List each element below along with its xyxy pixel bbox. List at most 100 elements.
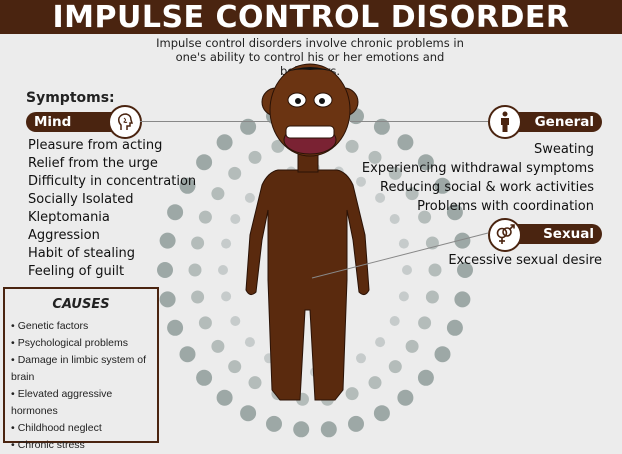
decor-dot [240, 118, 257, 135]
decor-dot [389, 214, 400, 224]
decor-dot [221, 291, 232, 302]
decor-dot [345, 139, 359, 153]
symptoms-heading: Symptoms: [26, 90, 115, 106]
list-item: Difficulty in concentration [28, 174, 197, 189]
list-item: Pleasure from acting [28, 138, 163, 153]
decor-dot [418, 316, 432, 330]
decor-dot [418, 210, 432, 224]
decor-dot [389, 316, 400, 326]
decor-dot [434, 177, 451, 194]
decor-dot [159, 232, 176, 249]
decor-dot [266, 415, 282, 432]
decor-dot [228, 166, 242, 180]
cartoon-head [261, 63, 359, 157]
decor-dot [191, 236, 205, 250]
decor-dot [248, 376, 262, 390]
decor-dot [230, 214, 241, 224]
decor-dot [446, 319, 463, 336]
decor-dot [457, 262, 473, 278]
general-category-label: General [516, 112, 602, 132]
decor-dot [417, 369, 434, 386]
list-item: Childhood neglect [11, 420, 157, 437]
causes-list: Genetic factors Psychological problems D… [11, 318, 157, 454]
decor-dot [373, 118, 390, 135]
decor-dot [368, 150, 382, 164]
list-item: Sweating [533, 142, 594, 157]
list-item: Damage in limbic system of brain [11, 352, 157, 386]
decor-dot [216, 134, 233, 151]
decor-dot [405, 187, 419, 201]
decor-dot [348, 415, 364, 432]
decor-dot [157, 262, 173, 278]
list-item: Genetic factors [11, 318, 157, 335]
causes-panel: CAUSES Genetic factors Psychological pro… [3, 287, 159, 451]
decor-dot [388, 360, 402, 374]
list-item: Habit of stealing [28, 246, 136, 261]
decor-dot [216, 389, 233, 406]
mind-label: Mind [34, 114, 72, 130]
page-title: IMPULSE CONTROL DISORDER [52, 0, 570, 35]
decor-dot [375, 192, 386, 203]
decor-dot [402, 265, 412, 275]
decor-dot [417, 154, 434, 171]
decor-dot [428, 263, 442, 277]
decor-dot [228, 360, 242, 374]
list-item: Elevated aggressive hormones [11, 386, 157, 420]
decor-dot [198, 210, 212, 224]
list-item: Aggression [28, 228, 100, 243]
decor-dot [221, 238, 232, 249]
decor-dot [244, 337, 255, 348]
list-item: Problems with coordination [417, 199, 594, 214]
decor-dot [293, 421, 310, 438]
causes-title: CAUSES [52, 297, 110, 312]
decor-dot [345, 387, 359, 401]
decor-dot [397, 389, 414, 406]
list-item: Kleptomania [28, 210, 110, 225]
sexual-symptom-list: Excessive sexual desire [448, 252, 602, 270]
list-item: Experiencing withdrawal symptoms [361, 161, 594, 176]
list-item: Excessive sexual desire [448, 253, 602, 268]
decor-dot [230, 316, 241, 326]
decor-dot [211, 187, 225, 201]
decor-dot [191, 290, 205, 304]
decor-dot [196, 369, 213, 386]
decor-dot [373, 405, 390, 422]
decor-dot [375, 337, 386, 348]
sexual-category-label: Sexual [516, 224, 602, 244]
decor-dot [320, 421, 337, 438]
list-item: Relief from the urge [28, 156, 158, 171]
general-label: General [534, 114, 594, 130]
sexual-label: Sexual [543, 226, 594, 242]
body-figure-illustration [157, 63, 473, 438]
general-connector-line [350, 121, 488, 122]
general-symptom-list: Sweating Experiencing withdrawal symptom… [362, 140, 594, 216]
list-item: Feeling of guilt [28, 264, 125, 279]
decor-dot [188, 263, 202, 277]
decor-dot [356, 353, 366, 364]
mind-connector-line [140, 121, 270, 122]
decor-dot [368, 376, 382, 390]
decor-dot [167, 204, 184, 221]
decor-dot [218, 265, 228, 275]
decor-dot [398, 238, 409, 249]
gender-symbol-icon [488, 218, 522, 252]
decor-dot [179, 177, 196, 194]
decor-dot [271, 139, 285, 153]
sexual-connector-line [311, 232, 489, 279]
title-bar: IMPULSE CONTROL DISORDER [0, 0, 622, 35]
human-silhouette [245, 147, 370, 401]
decor-dot [425, 290, 439, 304]
decor-dot [196, 154, 213, 171]
decor-dot [398, 291, 409, 302]
mind-category-label: Mind [26, 112, 112, 132]
decor-dot [434, 346, 451, 363]
decor-dot [405, 339, 419, 353]
decor-dot [240, 405, 257, 422]
mind-symptom-list: Pleasure from acting Relief from the urg… [28, 137, 196, 281]
decor-dot [198, 316, 212, 330]
list-item: Reducing social & work activities [380, 180, 594, 195]
decor-dot [446, 204, 463, 221]
decor-dot [167, 319, 184, 336]
decor-dot [356, 176, 366, 187]
decor-dot [211, 339, 225, 353]
